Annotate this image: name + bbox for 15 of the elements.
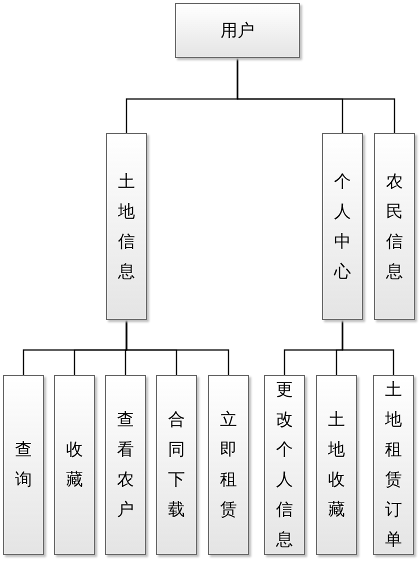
process-box: 用户 [175, 3, 300, 58]
process-box: 土地租赁订单 [373, 375, 414, 555]
connector-line [126, 320, 230, 375]
process-box: 个人中心 [322, 133, 363, 320]
connector-line [342, 320, 394, 375]
process-box: 农民信息 [374, 133, 415, 320]
process-box: 立即租赁 [208, 375, 249, 555]
process-box: 合同下载 [156, 375, 197, 555]
connector-line [236, 58, 396, 133]
process-box: 查看农户 [105, 375, 146, 555]
process-box: 更改个人信息 [264, 375, 305, 555]
process-box: 收藏 [54, 375, 95, 555]
process-box: 查询 [3, 375, 44, 555]
process-box: 土地信息 [106, 133, 147, 320]
process-box: 土地收藏 [316, 375, 357, 555]
